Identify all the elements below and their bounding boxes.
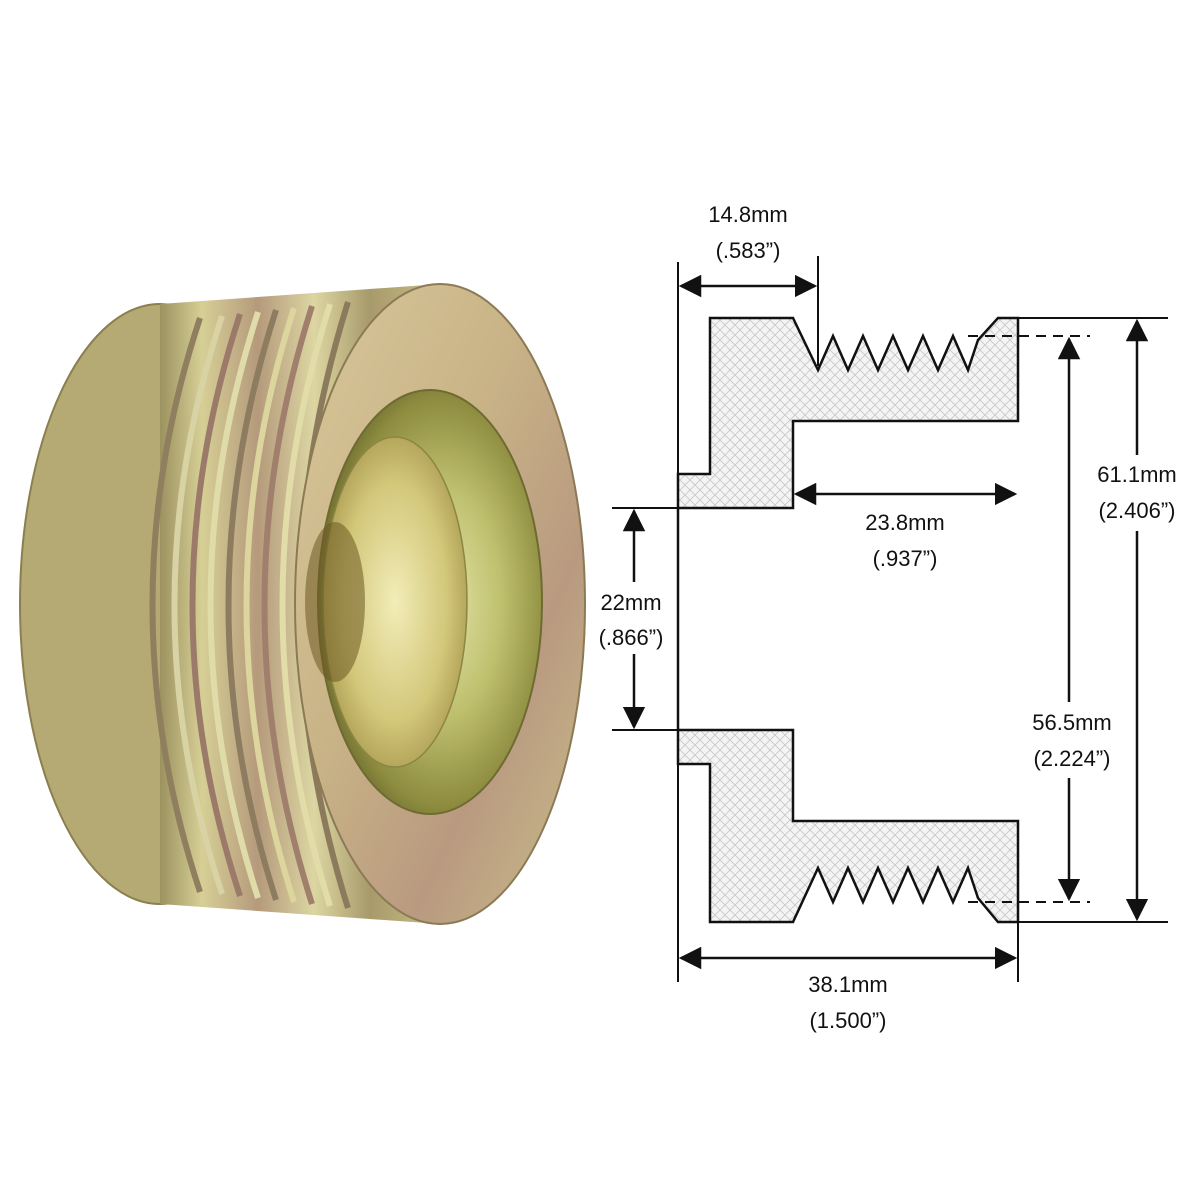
dim-metric: 14.8mm	[708, 202, 787, 227]
dim-label-outer-diameter: 61.1mm (2.406”)	[1097, 462, 1176, 523]
dim-label-bore-depth: 23.8mm (.937”)	[865, 510, 944, 571]
dim-imperial: (2.406”)	[1098, 498, 1175, 523]
dim-label-bore-diameter: 22mm (.866”)	[599, 590, 664, 650]
dim-label-overall-length: 38.1mm (1.500”)	[808, 972, 887, 1033]
extension-lines	[612, 256, 1168, 982]
dim-imperial: (2.224”)	[1033, 746, 1110, 771]
groove-diameter-extension-lines	[968, 335, 1090, 903]
dim-metric: 38.1mm	[808, 972, 887, 997]
dim-imperial: (.937”)	[873, 546, 938, 571]
pulley-photo	[19, 283, 586, 925]
dim-label-hub-width: 14.8mm (.583”)	[708, 202, 787, 263]
dim-metric: 56.5mm	[1032, 710, 1111, 735]
bore-shadow	[305, 522, 365, 682]
dim-metric: 61.1mm	[1097, 462, 1176, 487]
section-top-half	[676, 316, 1020, 510]
dim-metric: 22mm	[600, 590, 661, 615]
dim-metric: 23.8mm	[865, 510, 944, 535]
section-bottom-half	[676, 728, 1020, 924]
cross-section-drawing: 14.8mm (.583”) 23.8mm (.937”) 22mm (.866…	[588, 202, 1186, 1033]
dim-imperial: (.866”)	[599, 625, 664, 650]
dim-imperial: (.583”)	[716, 238, 781, 263]
dim-imperial: (1.500”)	[809, 1008, 886, 1033]
dim-label-groove-diameter: 56.5mm (2.224”)	[1032, 710, 1111, 771]
